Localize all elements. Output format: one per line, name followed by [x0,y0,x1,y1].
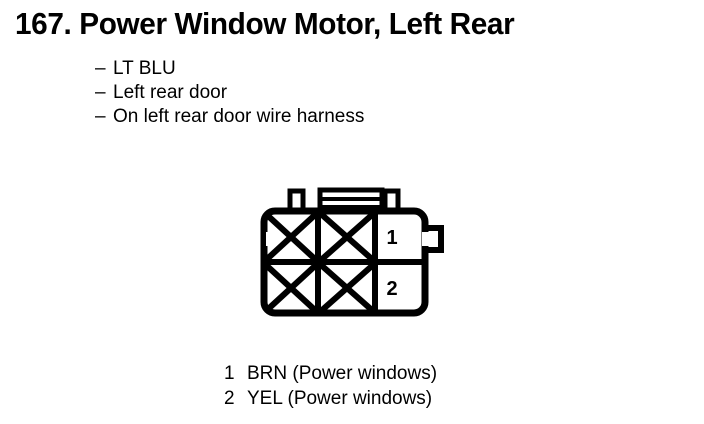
description-item-harness: – On left rear door wire harness [95,105,615,129]
description-list: – LT BLU – Left rear door – On left rear… [95,57,615,129]
connector-side-tab-merge [266,232,436,246]
connector-2-cavity-diagram: 1 2 [260,187,444,317]
cavity-number-2: 2 [386,278,397,300]
cavity-number-1: 1 [386,227,397,249]
connector-grid [264,211,425,313]
connector-key-tab-right-inner [422,232,436,246]
legend-cavity-label: BRN (Power windows) [247,363,438,384]
cavity-legend: 1 BRN (Power windows) 2 YEL (Power windo… [224,361,644,411]
cavity-blocked-mark [263,262,319,314]
description-item-location: – Left rear door [95,81,615,105]
page-title: 167. Power Window Motor, Left Rear [15,6,515,41]
cavity-blocked-mark [319,262,375,314]
connector-diagram: 1 2 [240,182,460,327]
cavity-blocked-mark [263,211,319,263]
legend-row: 1 BRN (Power windows) [224,361,644,386]
legend-cavity-number: 2 [224,388,235,409]
bullet-dash-icon: – [95,58,106,79]
bullet-dash-icon: – [95,106,106,127]
legend-cavity-number: 1 [224,363,235,384]
cavity-blocked-mark [319,211,375,263]
description-item-label: On left rear door wire harness [113,106,365,127]
connector-key-tab-left-inner [266,232,280,246]
legend-row: 2 YEL (Power windows) [224,386,644,411]
connector-blocked-cavities [263,211,375,314]
description-item-wire-color: – LT BLU [95,57,615,81]
description-item-label: Left rear door [113,82,228,103]
description-item-label: LT BLU [113,58,176,79]
legend-cavity-label: YEL (Power windows) [247,388,433,409]
bullet-dash-icon: – [95,82,106,103]
